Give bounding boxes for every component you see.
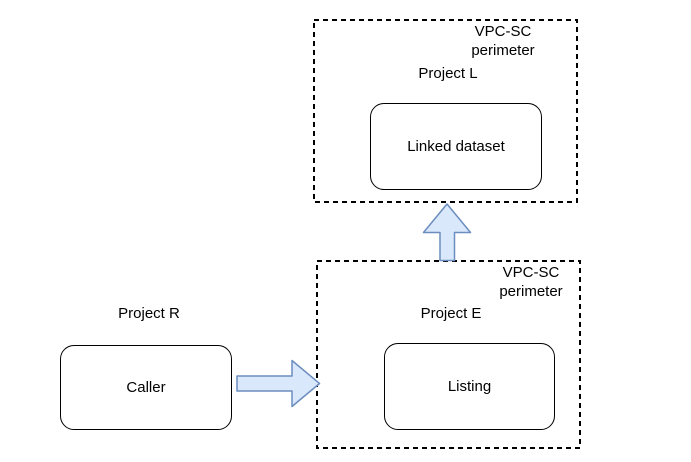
perimeter-label-top-line2: perimeter [471,42,535,59]
arrow-right-icon [236,359,321,408]
perimeter-label-bottom: VPC-SC perimeter [466,263,596,301]
caller-node: Caller [60,345,232,430]
project-l-label: Project L [418,65,478,82]
vpc-sc-perimeter-top-border [313,19,578,203]
perimeter-label-top-line1: VPC-SC [474,23,532,40]
linked-dataset-label: Linked dataset [407,138,505,155]
listing-label: Listing [447,378,492,395]
linked-dataset-node: Linked dataset [370,103,542,190]
project-r-label: Project R [118,305,180,322]
project-e-label: Project E [420,305,482,322]
perimeter-label-bottom-line1: VPC-SC [502,264,560,281]
perimeter-label-bottom-line2: perimeter [499,283,563,300]
caller-label: Caller [126,379,166,396]
arrow-up-icon [422,203,472,262]
listing-node: Listing [384,343,555,430]
perimeter-label-top: VPC-SC perimeter [438,22,568,60]
